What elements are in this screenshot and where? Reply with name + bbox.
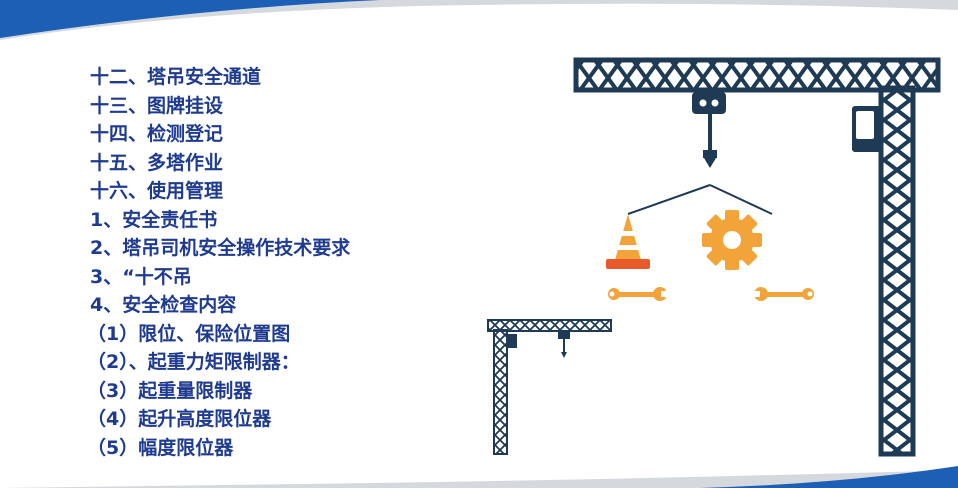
- outline-item: （2）、起重力矩限制器：: [87, 351, 300, 373]
- outline-item: （5）幅度限位器: [87, 436, 234, 459]
- outline-item: 十四、检测登记: [90, 123, 224, 145]
- outline-item: （1）限位、保险位置图: [87, 322, 291, 345]
- gear-icon: [702, 210, 762, 270]
- outline-item: 3、“十不吊: [90, 265, 192, 288]
- traffic-cone-icon: [606, 214, 650, 269]
- crane-large-icon: [573, 57, 941, 457]
- outline-item: 十六、使用管理: [90, 180, 224, 202]
- outline-item: 2、塔吊司机安全操作技术要求: [90, 237, 351, 259]
- top-decorative-band: [0, 0, 958, 40]
- outline-item: 十五、多塔作业: [90, 151, 224, 174]
- wrench-icon: [608, 287, 669, 301]
- outline-item: （4）起升高度限位器: [87, 408, 272, 430]
- crane-illustration: [487, 57, 941, 457]
- outline-item: 十二、塔吊安全通道: [90, 66, 262, 88]
- outline-item: 4、安全检查内容: [90, 294, 237, 316]
- wrench-icon: [752, 287, 814, 301]
- bottom-decorative-band: [0, 466, 958, 488]
- outline-item: 1、安全责任书: [90, 208, 218, 231]
- crane-small-icon: [487, 319, 612, 455]
- outline-item: （3）起重量限制器: [87, 379, 253, 402]
- outline-list: 十二、塔吊安全通道 十三、图牌挂设 十四、检测登记 十五、多塔作业 十六、使用管…: [87, 63, 351, 462]
- outline-item: 十三、图牌挂设: [90, 94, 224, 117]
